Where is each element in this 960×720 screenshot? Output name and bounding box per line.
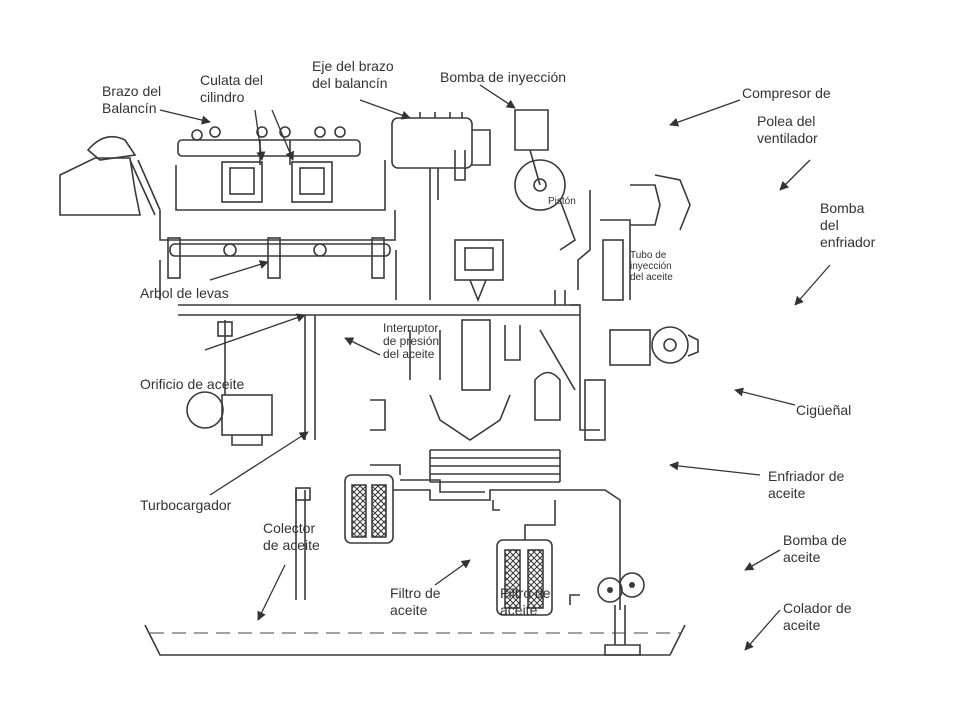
label-turbocargador: Turbocargador <box>140 497 232 513</box>
label-bomba-aceite: Bomba de aceite <box>783 532 847 565</box>
label-bomba-enfriador: Bomba del enfriador <box>820 200 876 250</box>
crankshaft <box>370 319 576 441</box>
label-arbol-levas: Arbol de levas <box>140 285 229 301</box>
oil-pump <box>597 572 645 603</box>
oil-filter-right <box>496 539 553 616</box>
oil-filter-left <box>344 464 401 544</box>
label-culata: Culata del cilindro <box>200 72 264 105</box>
coolant-pump <box>609 326 699 366</box>
leader-lines <box>159 84 831 651</box>
oil-cooler <box>429 449 561 483</box>
label-brazo-balancin: Brazo del Balancín <box>102 83 162 116</box>
label-enfriador-aceite: Enfriador de aceite <box>768 468 845 498</box>
label-filtro-aceite-1: Filtro de aceite <box>390 585 441 615</box>
label-compresor: Compresor de <box>742 85 831 101</box>
label-piston: Pistón <box>548 196 576 207</box>
label-colector: Colector de aceite <box>263 520 320 553</box>
rocker-arm-assembly <box>59 135 161 216</box>
label-filtro-aceite-2: Filtro de aceite <box>500 585 551 615</box>
label-ciguenal: Cigüeñal <box>796 402 852 418</box>
injection-pump <box>391 112 491 300</box>
turbocharger <box>186 320 273 446</box>
oil-injection-tube <box>570 174 691 441</box>
label-tubo-inyeccion: Tubo de inyección del aceite <box>630 250 673 283</box>
lower-oil-piping <box>295 479 621 610</box>
label-colador: Colador de aceite <box>783 600 852 632</box>
label-eje-brazo: Eje del brazo del balancín <box>312 58 394 91</box>
label-orificio: Orificio de aceite <box>140 376 245 392</box>
camshaft <box>159 210 397 300</box>
main-oil-gallery <box>178 290 580 440</box>
label-interruptor: Interruptor de presión del aceite <box>383 321 440 361</box>
cylinder-head <box>175 126 386 211</box>
label-polea: Polea del ventilador <box>757 113 818 146</box>
oil-pressure-switch <box>454 239 504 303</box>
piston <box>514 109 576 251</box>
oil-pan <box>144 605 686 656</box>
label-bomba-inyeccion: Bomba de inyección <box>440 69 567 85</box>
